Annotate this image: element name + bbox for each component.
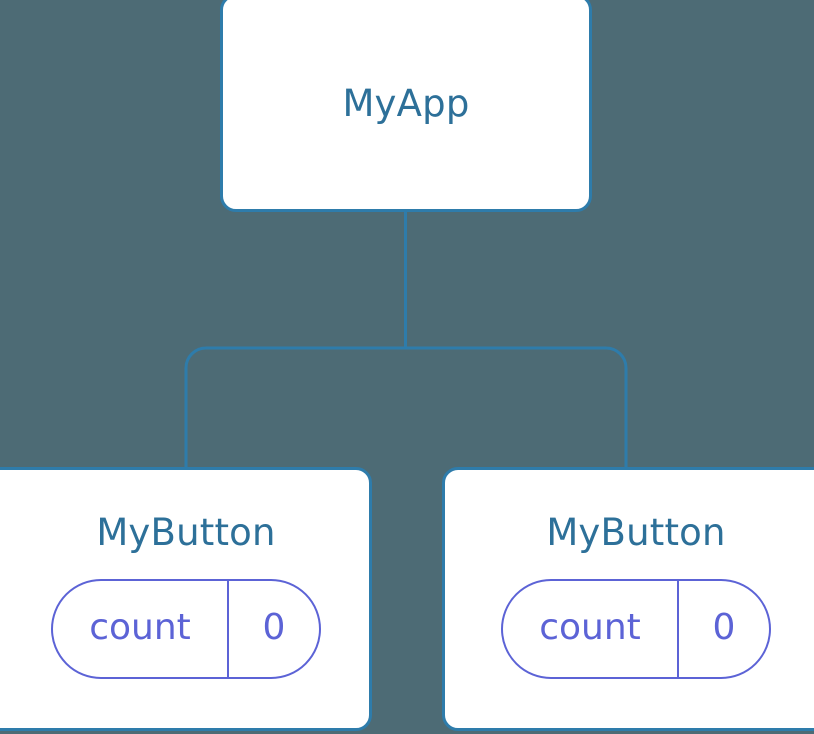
node-myapp[interactable]: MyApp bbox=[220, 0, 592, 212]
node-mybutton-1-title: MyButton bbox=[96, 511, 276, 554]
state-pill-value-2: 0 bbox=[712, 607, 736, 648]
connector-branch-right bbox=[405, 346, 628, 470]
state-pill-value-1: 0 bbox=[262, 607, 286, 648]
node-mybutton-1[interactable]: MyButton count 0 bbox=[0, 467, 372, 731]
state-pill-divider-2 bbox=[677, 581, 679, 677]
state-pill-key-2: count bbox=[539, 607, 641, 648]
connector-branch-left bbox=[184, 346, 406, 470]
node-mybutton-2[interactable]: MyButton count 0 bbox=[442, 467, 814, 731]
state-pill-count-2[interactable]: count 0 bbox=[501, 579, 771, 679]
state-pill-key-1: count bbox=[89, 607, 191, 648]
state-pill-count-1[interactable]: count 0 bbox=[51, 579, 321, 679]
node-mybutton-2-title: MyButton bbox=[546, 511, 726, 554]
state-pill-divider-1 bbox=[227, 581, 229, 677]
node-myapp-title: MyApp bbox=[342, 81, 470, 125]
